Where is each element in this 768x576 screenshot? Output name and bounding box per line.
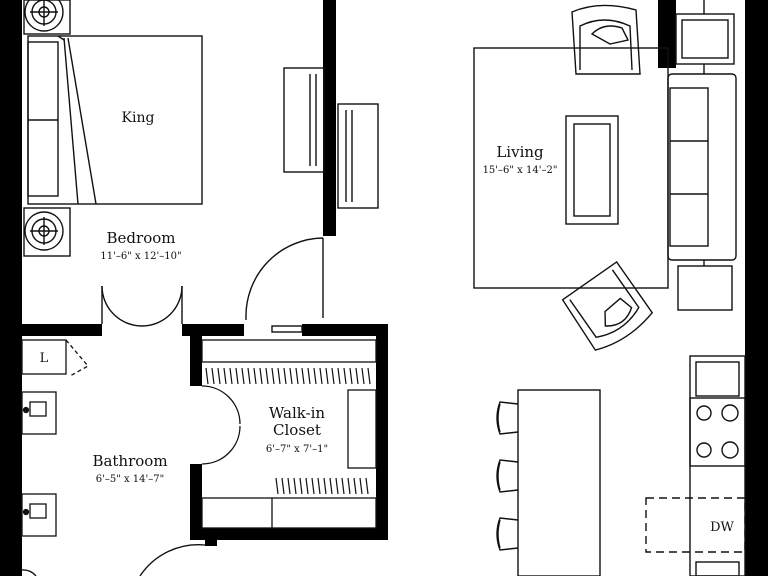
hanging-rod-bottom (275, 477, 369, 495)
burner-1 (696, 405, 712, 421)
nightstand-lamp-bottom (23, 207, 71, 257)
armchair-top (571, 4, 641, 75)
laundry-cabinet (21, 339, 67, 375)
bedroom-partition-wall (323, 0, 336, 236)
closet-shelf-bottom (201, 497, 377, 529)
armchair-bottom (561, 260, 654, 351)
bathroom-top-wall-left (22, 324, 102, 336)
left-exterior-wall (0, 0, 22, 576)
burner-2 (721, 404, 739, 422)
bed-label: King (122, 110, 155, 126)
coffee-table (565, 115, 619, 225)
laundry-label: L (40, 351, 49, 366)
living-dims: 15'–6" x 14'–2" (483, 165, 558, 176)
walkin-name-line2: Closet (273, 421, 321, 439)
closet-bottom-wall (190, 528, 388, 540)
sink (695, 561, 740, 576)
bathroom-name: Bathroom (92, 452, 167, 470)
dresser-living (337, 103, 379, 209)
side-table-bottom (677, 265, 733, 311)
living-furniture (473, 0, 737, 351)
closet-left-wall-upper (190, 324, 202, 386)
bathroom-bottom-stub (205, 536, 217, 546)
vanity-lower (21, 493, 57, 537)
bedroom-dims: 11'–6" x 12'–10" (100, 251, 181, 262)
vanity-upper (21, 391, 57, 435)
walkin-dims: 6'–7" x 7'–1" (266, 444, 328, 455)
bathroom-dims: 6'–5" x 14'–7" (96, 474, 165, 485)
bar-stool-3 (496, 517, 519, 551)
dresser-bedroom (283, 67, 325, 173)
bar-stool-1 (496, 401, 519, 435)
hanging-rod-top (205, 367, 371, 385)
living-name: Living (496, 143, 544, 161)
bathroom-double-door[interactable] (101, 285, 183, 327)
burner-4 (721, 441, 739, 459)
closet-right-wall (376, 324, 388, 540)
bedroom-furniture (23, 0, 379, 333)
side-table-top (675, 13, 735, 65)
stove[interactable] (689, 397, 746, 467)
closet-left-wall-lower (190, 464, 202, 540)
right-exterior-wall (745, 0, 768, 576)
closet-door[interactable] (201, 385, 241, 465)
bathroom-door-bottom[interactable] (139, 544, 206, 576)
closet-fixtures (201, 339, 377, 529)
bedroom-door[interactable] (245, 237, 324, 320)
window-post (658, 0, 676, 68)
bar-stool-2 (496, 459, 519, 493)
kitchen-fixtures (496, 355, 746, 576)
bathroom-fixtures (21, 339, 206, 576)
closet-top-wall (302, 324, 388, 336)
sofa (667, 73, 737, 261)
walkin-name-line1: Walk-in (269, 404, 326, 422)
closet-shelf-top (201, 339, 377, 363)
kitchen-island[interactable] (517, 389, 601, 576)
bedroom-name: Bedroom (107, 229, 176, 247)
labels: King Bedroom 11'–6" x 12'–10" Living 15'… (40, 110, 735, 535)
dishwasher-label: DW (710, 520, 734, 535)
nightstand-lamp-top (23, 0, 71, 35)
closet-shelf-right (347, 389, 377, 469)
burner-3 (696, 442, 712, 458)
bed-headboard-pillows (27, 41, 59, 197)
dishwasher-outline[interactable] (645, 497, 746, 553)
